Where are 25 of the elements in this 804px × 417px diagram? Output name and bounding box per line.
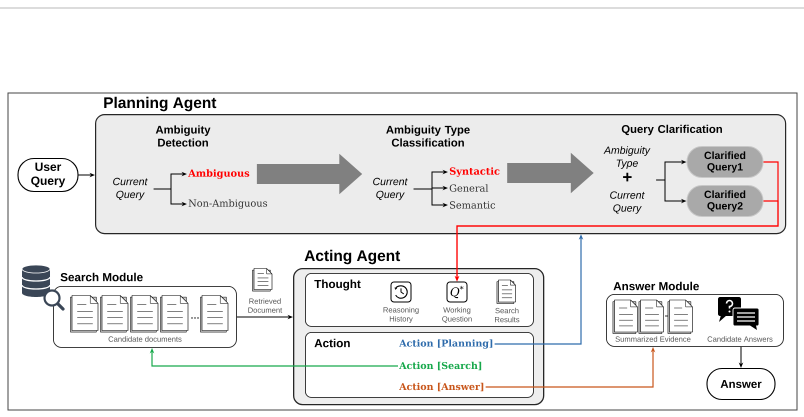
section-heading: Query Clarification (622, 124, 722, 136)
box-title: Action (314, 338, 350, 348)
result-pill: Clarified Query1 (686, 146, 764, 178)
terminal-box: Answer (706, 368, 776, 400)
module-title: Answer Module (614, 282, 699, 290)
box-title: Thought (314, 280, 361, 290)
question-box: Q$^{*}$ (446, 282, 468, 302)
action-label: Action [Search] (399, 362, 482, 370)
outcome-label: Syntactic (450, 167, 500, 177)
outcome-label: Semantic (450, 201, 496, 209)
outcome-label: Ambiguous (188, 169, 250, 179)
action-label: Action [Answer] (399, 382, 484, 392)
terminal-box: User Query (17, 158, 79, 192)
panel-title: Planning Agent (104, 96, 216, 112)
section-heading: Ambiguity Type Classification (386, 125, 470, 147)
outcome-label: General (450, 184, 488, 192)
outcome-label: Non-Ambiguous (188, 199, 268, 209)
action-label: Action [Planning] (399, 339, 492, 349)
module-title: Search Module (60, 272, 143, 282)
input-label: Ambiguity Type + Current Query (604, 146, 650, 214)
input-label: Current Query (373, 178, 408, 200)
input-label: Current Query (113, 178, 148, 200)
result-pill: Clarified Query2 (686, 185, 764, 217)
panel-title: Acting Agent (304, 250, 400, 264)
section-heading: Ambiguity Detection (156, 125, 210, 147)
